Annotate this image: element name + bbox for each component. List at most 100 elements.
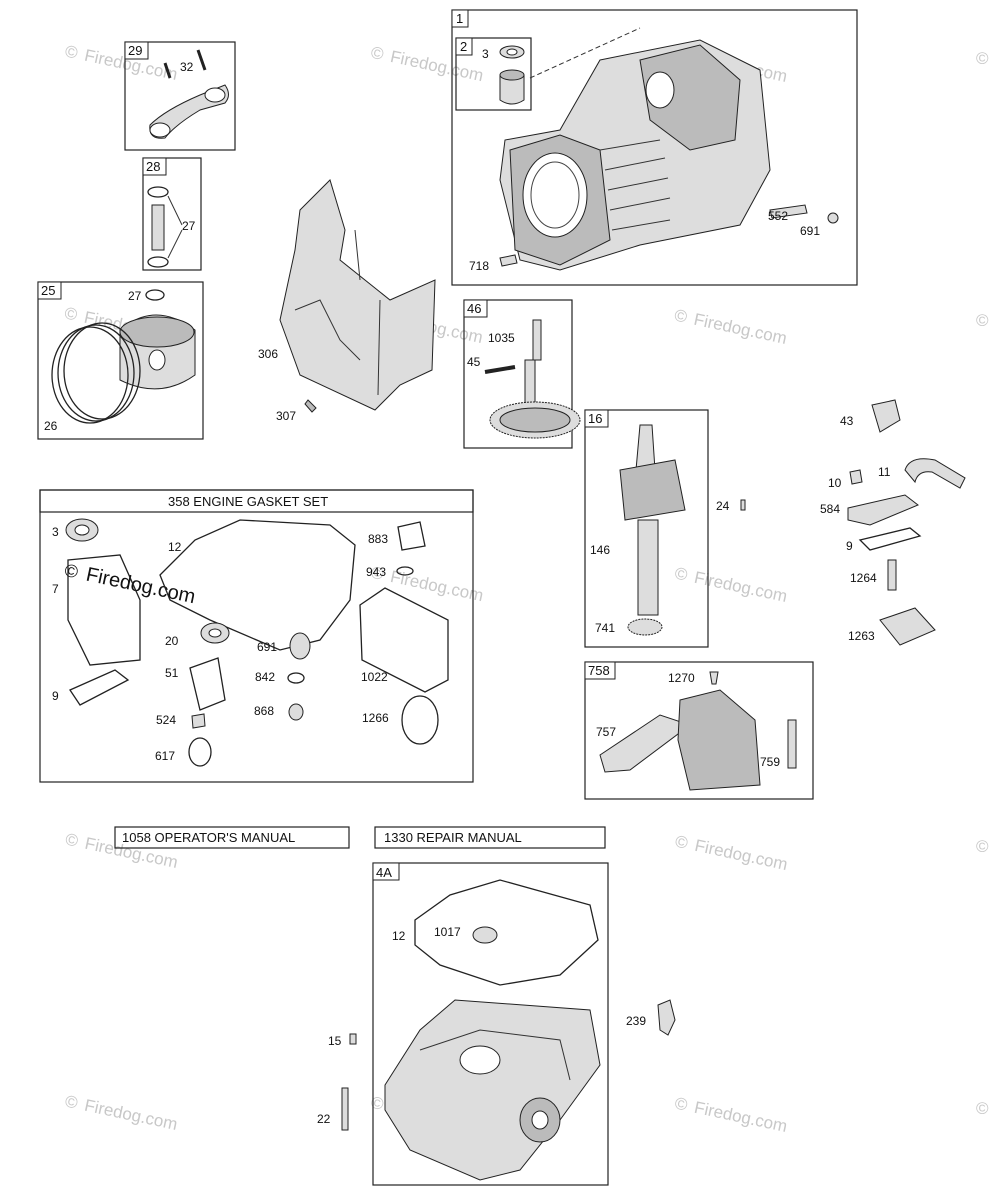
- oring-943: [396, 566, 414, 576]
- piston-pin-assembly[interactable]: 28 27: [142, 157, 202, 271]
- leader-line: [167, 229, 183, 259]
- bearing-hole: [506, 48, 518, 56]
- plug-1017: [472, 926, 498, 944]
- watermark-symbol: ©: [673, 832, 690, 853]
- watermark-text: Firedog.com: [693, 836, 789, 874]
- callout-307: 307: [276, 409, 296, 423]
- seal-868: [288, 703, 304, 721]
- box-758-number: 758: [588, 663, 610, 678]
- head-gasket-7: [67, 554, 141, 666]
- camshaft-assembly[interactable]: 46 1035 45: [463, 299, 581, 449]
- sump-hardware[interactable]: 239 15 22: [317, 999, 676, 1131]
- box-28-number: 28: [146, 159, 160, 174]
- piston-ring: [63, 322, 141, 420]
- callout-g7: 7: [52, 582, 59, 596]
- breather-43: [871, 399, 901, 433]
- cylinder-assembly[interactable]: 1 2 3 552 691 718: [451, 9, 858, 286]
- box-46-number: 46: [467, 301, 481, 316]
- rod-bolts: [163, 49, 207, 79]
- callout-g691: 691: [257, 640, 277, 654]
- piston-assembly[interactable]: 25 27 26: [37, 281, 204, 440]
- callout-g868: 868: [254, 704, 274, 718]
- callout-g1022: 1022: [361, 670, 388, 684]
- crankshaft-assembly[interactable]: 16 146 741 24: [584, 409, 746, 648]
- part-15: [349, 1033, 357, 1045]
- callout-1035: 1035: [488, 331, 515, 345]
- box-2-frame: [455, 37, 532, 111]
- nut-691: [827, 212, 839, 224]
- governor-housing-assembly[interactable]: 758 1270 757 759: [584, 661, 814, 800]
- box-4a-frame: [372, 862, 609, 1186]
- engine-gasket-set[interactable]: 358 ENGINE GASKET SET 3 12 883 943 7 20 …: [39, 489, 474, 783]
- cylinder-bore: [522, 152, 588, 238]
- crank-shaft: [637, 519, 659, 616]
- watermark-text: Firedog.com: [83, 1096, 179, 1134]
- manuals[interactable]: 1058 OPERATOR'S MANUAL 1330 REPAIR MANUA…: [114, 826, 606, 849]
- box-29-tag: [124, 41, 149, 60]
- air-guide-shroud[interactable]: 306 307: [258, 179, 436, 423]
- sump-assembly[interactable]: 4A 12 1017: [372, 862, 609, 1186]
- bolt-1264: [887, 559, 897, 591]
- shroud-detail: [294, 299, 361, 361]
- box-2-number: 2: [460, 39, 467, 54]
- sleeve-body: [499, 75, 525, 105]
- breather-assembly[interactable]: 43 10 11 584 9 1264 1263: [820, 399, 966, 646]
- watermark-text: Firedog.com: [693, 568, 789, 606]
- watermark-symbol: ©: [63, 304, 80, 325]
- crank-gear: [627, 618, 663, 636]
- pin-759: [787, 719, 797, 769]
- watermark-symbol: ©: [63, 1092, 80, 1113]
- cylinder-bore-inner: [530, 161, 580, 229]
- gasket-12: [159, 519, 356, 651]
- callout-g51: 51: [165, 666, 179, 680]
- callout-9-right: 9: [846, 539, 853, 553]
- crank-throw: [619, 459, 686, 521]
- shroud-detail: [354, 229, 381, 396]
- callout-g3: 3: [52, 525, 59, 539]
- pin-552: [769, 204, 808, 219]
- callout-43: 43: [840, 414, 854, 428]
- box-1-frame: [451, 9, 858, 286]
- piston-crown: [119, 316, 195, 348]
- watermark-symbol: ©: [63, 42, 80, 63]
- callout-g943: 943: [366, 565, 386, 579]
- callout-1264: 1264: [850, 571, 877, 585]
- sensor-239: [657, 999, 676, 1036]
- piston-pin: [151, 204, 165, 251]
- breather-tube-11: [904, 458, 966, 489]
- oring-842: [287, 672, 305, 684]
- callout-741: 741: [595, 621, 615, 635]
- box-16-frame: [584, 409, 709, 648]
- callout-g524: 524: [156, 713, 176, 727]
- pin-45: [484, 365, 516, 374]
- watermark-text-strong: Firedog.com: [84, 564, 197, 609]
- box-758-tag: [584, 661, 616, 680]
- repair-manual-label: 1330 REPAIR MANUAL: [384, 830, 522, 845]
- seal-3-hole: [74, 524, 90, 536]
- rod-big-end: [204, 87, 226, 103]
- bracket-757: [599, 714, 692, 773]
- watermark-symbol: ©: [673, 306, 690, 327]
- callout-g9: 9: [52, 689, 59, 703]
- callout-g20: 20: [165, 634, 179, 648]
- callout-306: 306: [258, 347, 278, 361]
- callout-15: 15: [328, 1034, 342, 1048]
- box-46-tag: [463, 299, 488, 318]
- oring-617: [188, 737, 212, 767]
- callout-11: 11: [878, 465, 891, 479]
- box-16-number: 16: [588, 411, 602, 426]
- key-24: [740, 499, 746, 511]
- connecting-rod-assembly[interactable]: 29 32: [124, 41, 236, 151]
- part-524: [191, 713, 206, 729]
- watermark-text: Firedog.com: [692, 310, 788, 348]
- callout-22: 22: [317, 1112, 331, 1126]
- callout-718: 718: [469, 259, 489, 273]
- watermark-symbol: ©: [369, 43, 386, 64]
- operators-manual-frame: [114, 826, 350, 849]
- callout-27: 27: [182, 219, 196, 233]
- callout-g617: 617: [155, 749, 175, 763]
- box-4a-number: 4A: [376, 865, 392, 880]
- shroud-306: [279, 179, 436, 411]
- gasket-set-header-bar: [39, 489, 474, 513]
- callout-759: 759: [760, 755, 780, 769]
